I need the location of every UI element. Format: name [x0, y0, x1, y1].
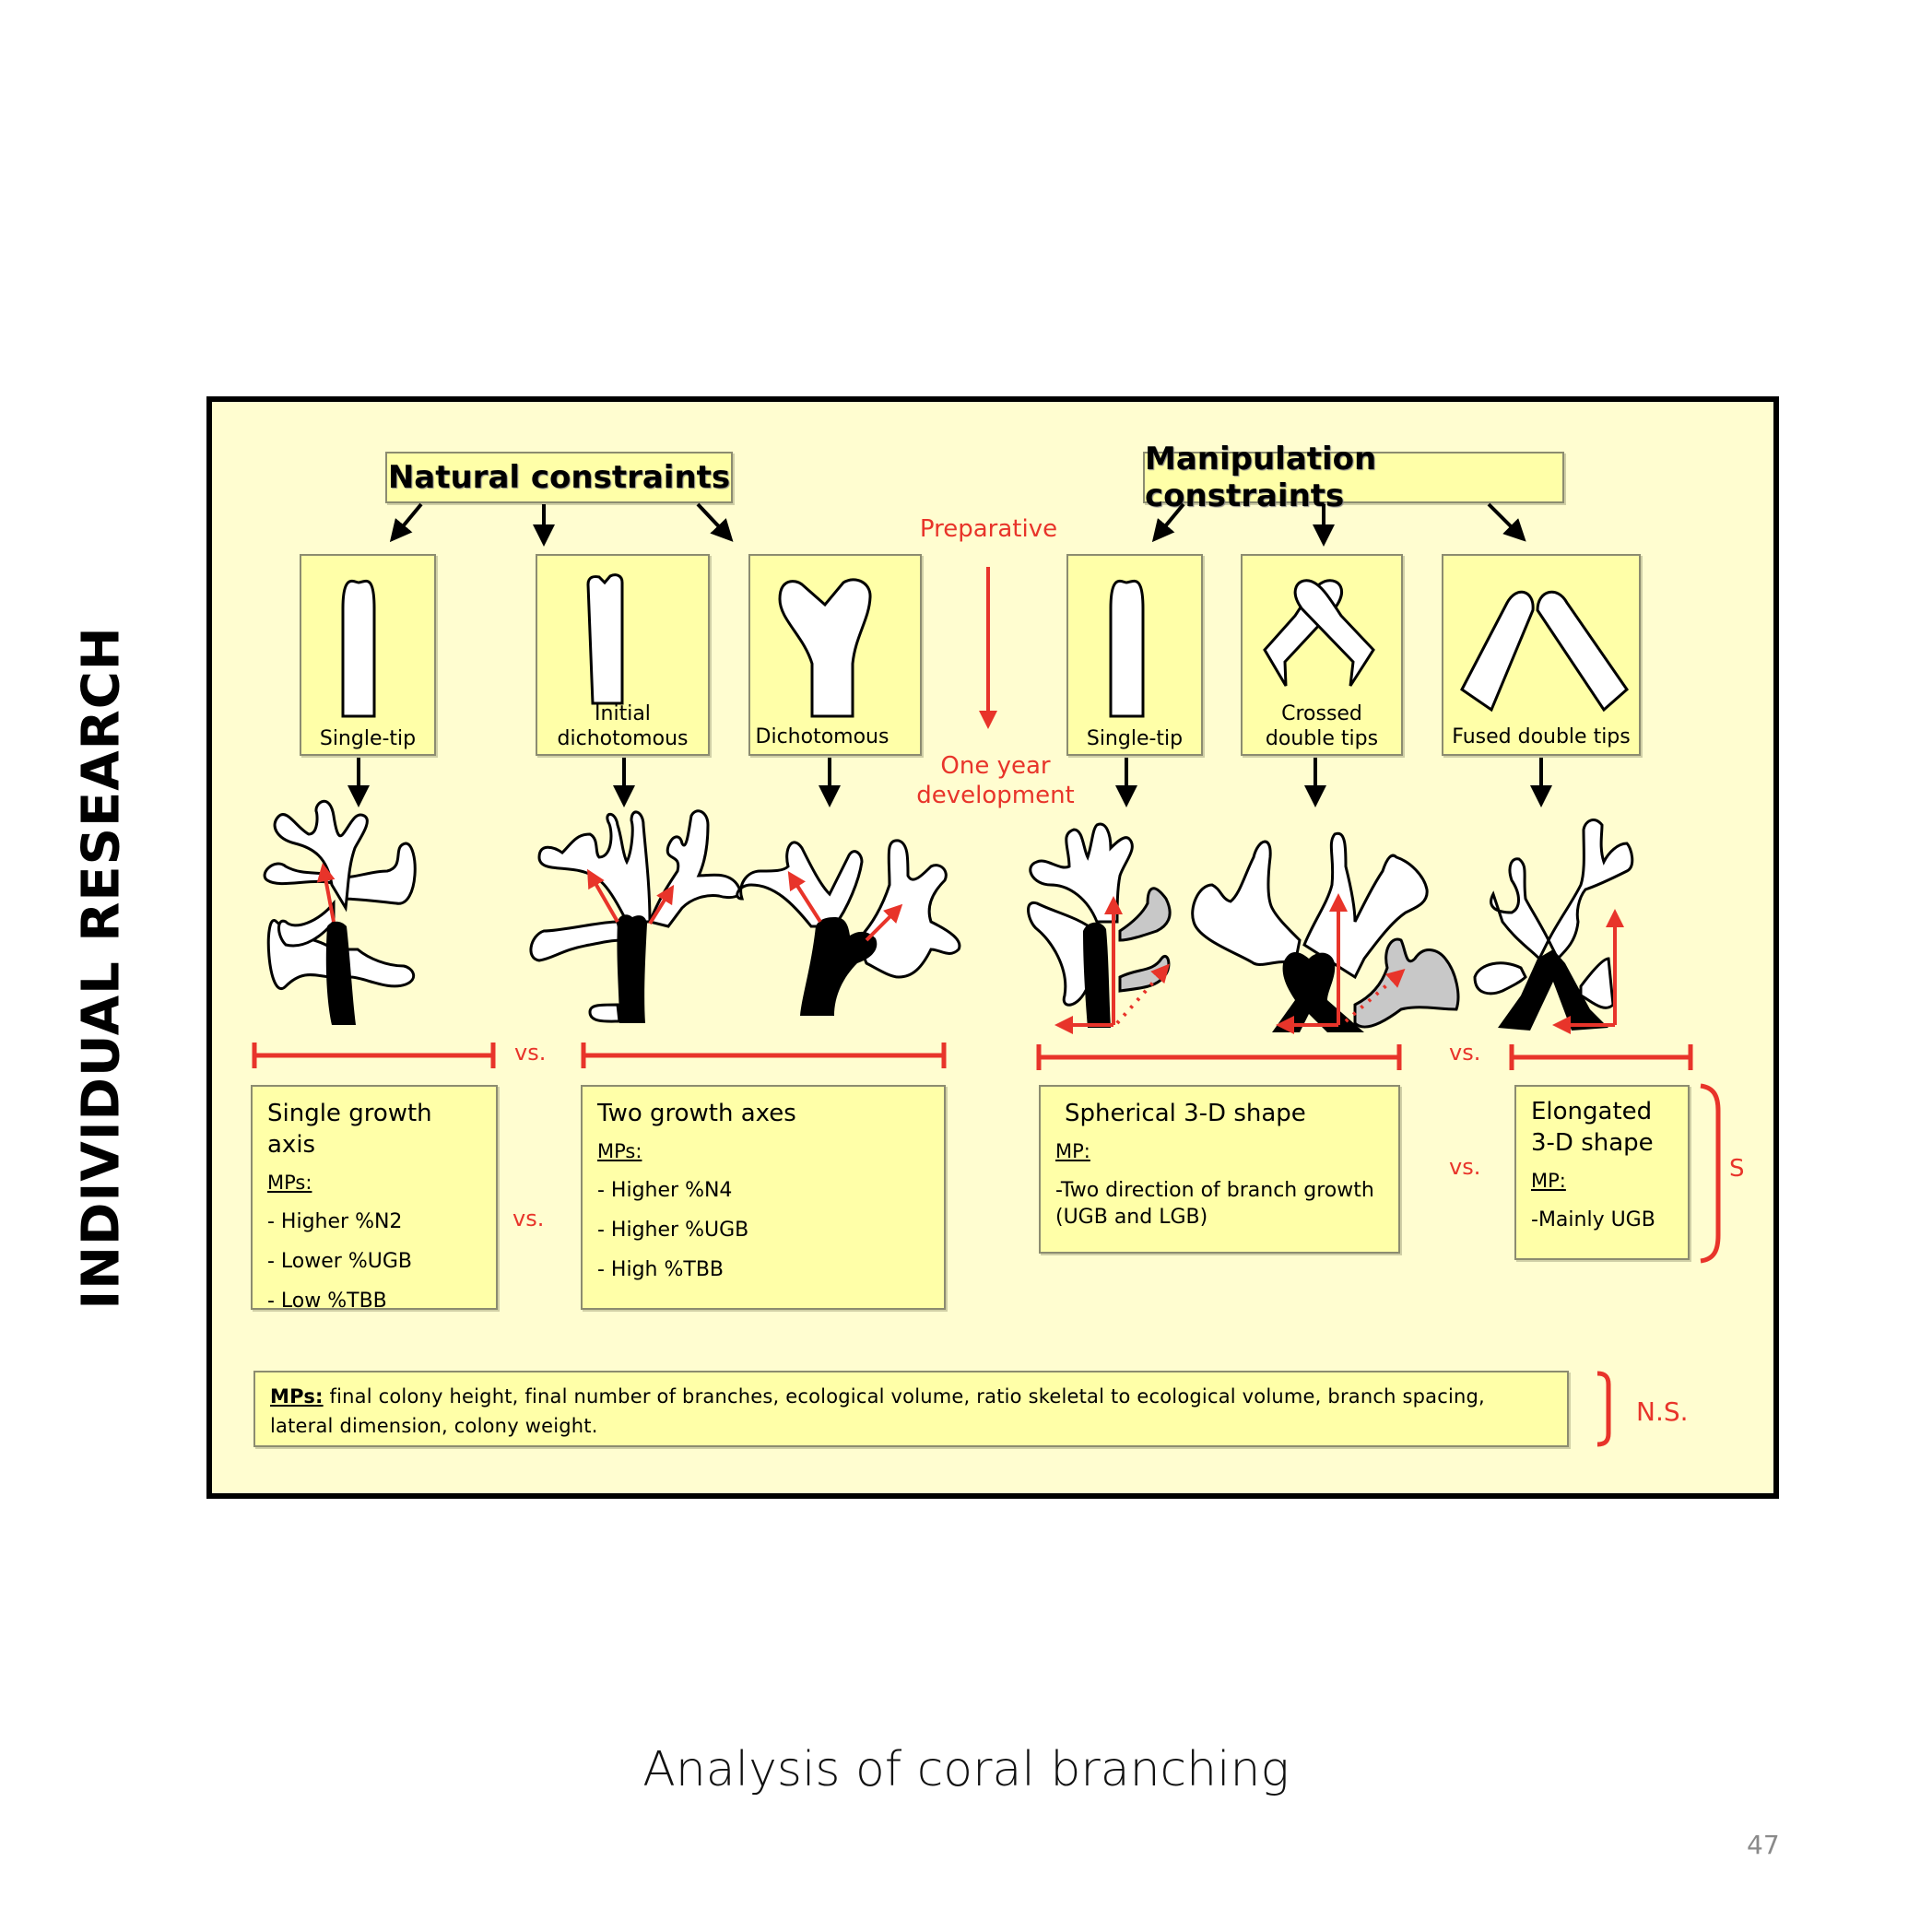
- mp-bar-line1: MPs: final colony height, final number o…: [270, 1382, 1552, 1411]
- mp-bar-line2: lateral dimension, colony weight.: [270, 1415, 598, 1437]
- slide-caption: Analysis of coral branching: [642, 1742, 1290, 1797]
- result-box-two-growth-axes: Two growth axes MPs: - Higher %N4 - High…: [581, 1085, 946, 1310]
- result-mp-label: MP:: [1055, 1140, 1090, 1162]
- result-title: Elongated: [1531, 1098, 1653, 1125]
- shape-label-initial-dichotomous: Initial dichotomous: [536, 701, 710, 751]
- vs-label: vs.: [1449, 1040, 1481, 1066]
- result-item: - Lower %UGB: [267, 1250, 412, 1273]
- mp-bar-label: MPs:: [270, 1385, 324, 1408]
- result-mp-label: MPs:: [267, 1172, 312, 1194]
- natural-constraints-label: Natural constraints: [387, 459, 731, 496]
- result-item: -Two direction of branch growth: [1055, 1179, 1374, 1202]
- significant-label: S: [1729, 1155, 1745, 1183]
- shape-label-text: Single-tip: [319, 727, 417, 750]
- result-title: 3-D shape: [1531, 1129, 1654, 1157]
- non-significant-mps-box: MPs: final colony height, final number o…: [253, 1371, 1569, 1447]
- result-item: - High %TBB: [597, 1258, 724, 1281]
- result-mp-label: MP:: [1531, 1170, 1566, 1192]
- shape-label-dichotomous: Dichotomous: [748, 724, 896, 749]
- shape-label-fused-double-tips: Fused double tips: [1442, 724, 1641, 749]
- not-significant-label: N.S.: [1636, 1396, 1689, 1427]
- shape-label-text: Fused double tips: [1452, 725, 1631, 748]
- vs-label: vs.: [512, 1206, 545, 1231]
- timeline-start-label: Preparative: [919, 515, 1058, 543]
- page-number: 47: [1747, 1830, 1780, 1860]
- result-title: Single growth axis: [267, 1100, 432, 1159]
- result-item: - Higher %N2: [267, 1210, 403, 1233]
- result-item: - Higher %UGB: [597, 1219, 749, 1242]
- shape-label-text: dichotomous: [557, 727, 689, 750]
- manipulation-constraints-label: Manipulation constraints: [1145, 441, 1377, 514]
- result-box-single-growth-axis: Single growth axis MPs: - Higher %N2 - L…: [251, 1085, 498, 1313]
- natural-constraints-header: Natural constraints: [385, 452, 733, 503]
- result-item: - Higher %N4: [597, 1179, 733, 1202]
- result-item: - Low %TBB: [267, 1290, 387, 1313]
- result-item: -Mainly UGB: [1531, 1208, 1655, 1231]
- side-title-text: INDIVIDUAL RESEARCH: [71, 626, 132, 1310]
- manipulation-constraints-header: Manipulation constraints: [1143, 441, 1564, 514]
- shape-label-text: Initial: [595, 702, 651, 725]
- result-title: Spherical 3-D shape: [1065, 1100, 1306, 1127]
- shape-label-crossed-double-tips: Crossed double tips: [1241, 701, 1403, 751]
- timeline-end-line1: One year: [940, 752, 1051, 780]
- result-box-spherical-3d-shape: Spherical 3-D shape MP: -Two direction o…: [1039, 1085, 1400, 1254]
- vs-label: vs.: [514, 1040, 547, 1066]
- shape-label-text: Single-tip: [1086, 727, 1184, 750]
- result-box-elongated-3d-shape: Elongated 3-D shape MP: -Mainly UGB: [1514, 1085, 1690, 1260]
- mp-bar-text: final colony height, final number of bra…: [323, 1385, 1485, 1408]
- result-title: Two growth axes: [597, 1100, 796, 1127]
- shape-label-single-tip-natural: Single-tip: [300, 726, 436, 751]
- shape-label-text: Crossed: [1281, 702, 1362, 725]
- result-mp-label: MPs:: [597, 1140, 642, 1162]
- vs-label: vs.: [1449, 1154, 1481, 1180]
- timeline-end-label: One year development: [913, 751, 1078, 810]
- side-title: INDIVIDUAL RESEARCH: [55, 626, 147, 1309]
- shape-label-single-tip-manip: Single-tip: [1066, 726, 1203, 751]
- result-item: (UGB and LGB): [1055, 1206, 1208, 1229]
- shape-label-text: Dichotomous: [755, 725, 889, 748]
- shape-label-text: double tips: [1265, 727, 1379, 750]
- timeline-end-line2: development: [916, 782, 1075, 809]
